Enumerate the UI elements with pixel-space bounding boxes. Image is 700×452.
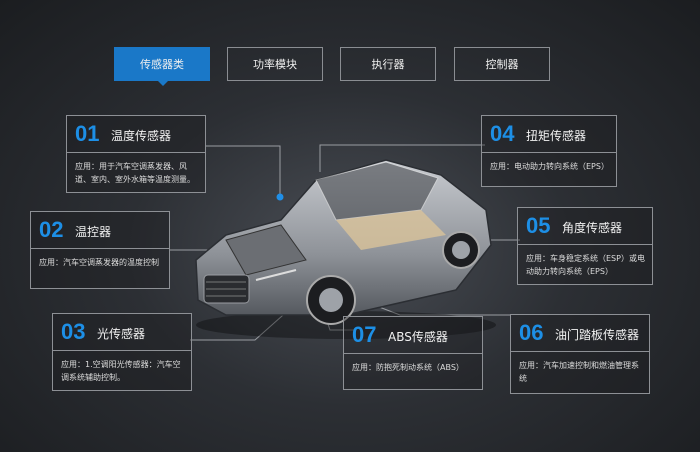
- active-tab-caret: [158, 81, 168, 86]
- card-title: 温控器: [75, 225, 112, 239]
- card-title: 油门踏板传感器: [555, 328, 640, 342]
- card-accelerator-pedal-sensor[interactable]: 06 油门踏板传感器 应用：汽车加速控制和燃油管理系统: [510, 314, 650, 394]
- category-tabs: 传感器类 功率模块 执行器 控制器: [114, 47, 550, 86]
- card-light-sensor[interactable]: 03 光传感器 应用：1.空调阳光传感器：汽车空调系统辅助控制。: [52, 313, 192, 391]
- card-number: 07: [352, 322, 377, 347]
- card-description: 应用：车身稳定系统（ESP）或电动助力转向系统（EPS）: [526, 254, 645, 276]
- card-divider: [518, 244, 652, 245]
- card-title: 角度传感器: [562, 221, 623, 235]
- card-number: 06: [519, 320, 544, 345]
- tab-actuators[interactable]: 执行器: [340, 47, 436, 81]
- card-title: ABS传感器: [388, 330, 448, 344]
- card-temperature-sensor[interactable]: 01 温度传感器 应用：用于汽车空调蒸发器、风道、室内、室外水箱等温度测量。: [66, 115, 206, 193]
- card-description: 应用：1.空调阳光传感器：汽车空调系统辅助控制。: [61, 360, 181, 382]
- tab-sensors[interactable]: 传感器类: [114, 47, 210, 81]
- card-abs-sensor[interactable]: 07 ABS传感器 应用：防抱死制动系统（ABS）: [343, 316, 483, 390]
- card-divider: [344, 353, 482, 354]
- car-illustration: [195, 159, 496, 339]
- card-angle-sensor[interactable]: 05 角度传感器 应用：车身稳定系统（ESP）或电动助力转向系统（EPS）: [517, 207, 653, 285]
- card-number: 05: [526, 213, 551, 238]
- tab-power-modules[interactable]: 功率模块: [227, 47, 323, 81]
- card-number: 01: [75, 121, 100, 146]
- card-number: 03: [61, 319, 86, 344]
- card-title: 温度传感器: [111, 129, 172, 143]
- card-divider: [511, 351, 649, 352]
- card-title: 光传感器: [97, 327, 146, 341]
- card-description: 应用：电动助力转向系统（EPS）: [490, 162, 609, 171]
- card-torque-sensor[interactable]: 04 扭矩传感器 应用：电动助力转向系统（EPS）: [481, 115, 617, 187]
- card-divider: [67, 152, 205, 153]
- card-description: 应用：汽车加速控制和燃油管理系统: [519, 361, 639, 383]
- card-divider: [31, 248, 169, 249]
- card-description: 应用：汽车空调蒸发器的温度控制: [39, 258, 159, 267]
- card-divider: [53, 350, 191, 351]
- card-number: 02: [39, 217, 64, 242]
- card-thermostat[interactable]: 02 温控器 应用：汽车空调蒸发器的温度控制: [30, 211, 170, 289]
- card-title: 扭矩传感器: [526, 129, 587, 143]
- tab-controllers[interactable]: 控制器: [454, 47, 550, 81]
- card-number: 04: [490, 121, 515, 146]
- card-description: 应用：防抱死制动系统（ABS）: [352, 363, 464, 372]
- card-divider: [482, 152, 616, 153]
- card-description: 应用：用于汽车空调蒸发器、风道、室内、室外水箱等温度测量。: [75, 162, 195, 184]
